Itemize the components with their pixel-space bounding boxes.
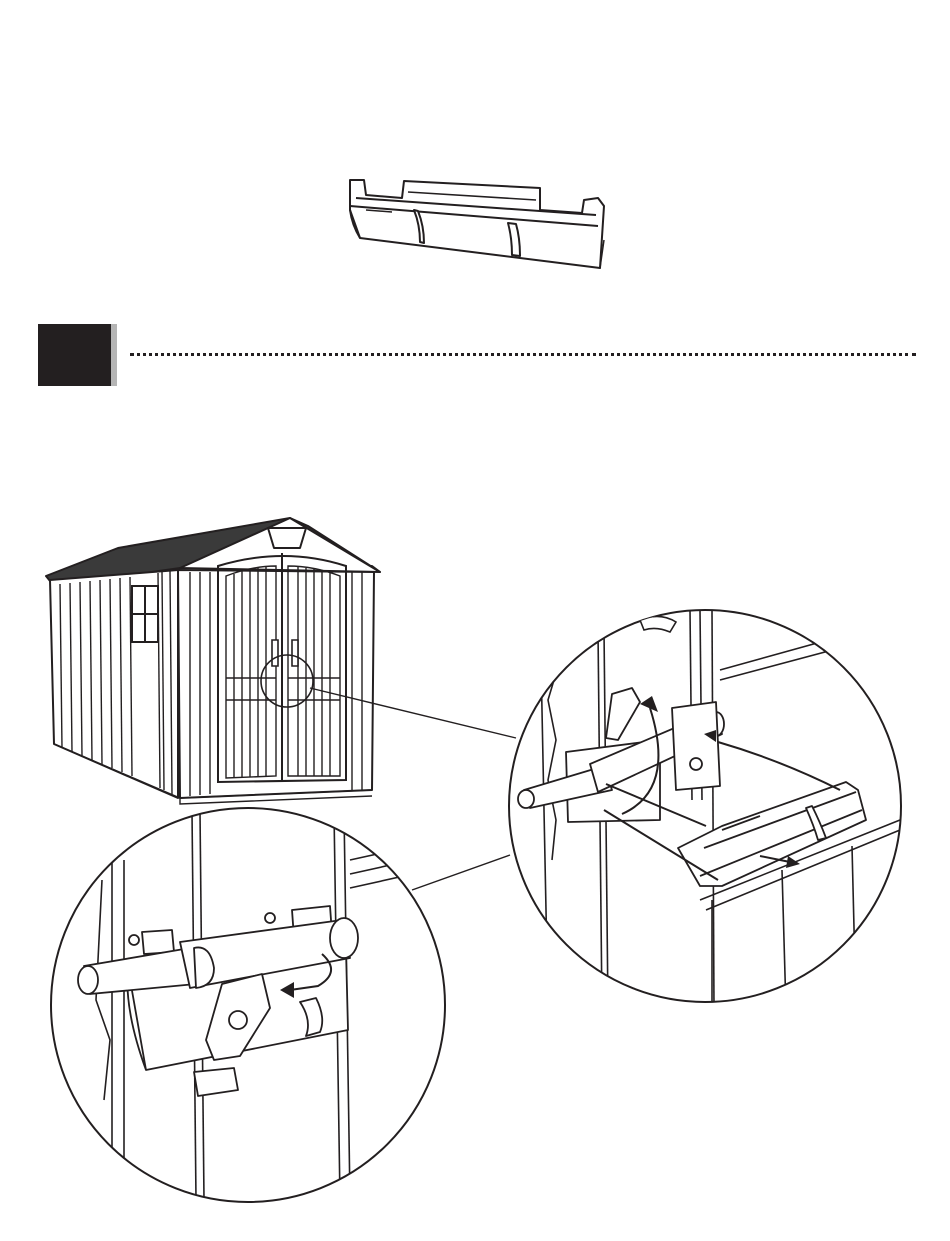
instruction-page [0, 0, 950, 1241]
latch-detail-assembled-illustration [0, 0, 950, 1241]
